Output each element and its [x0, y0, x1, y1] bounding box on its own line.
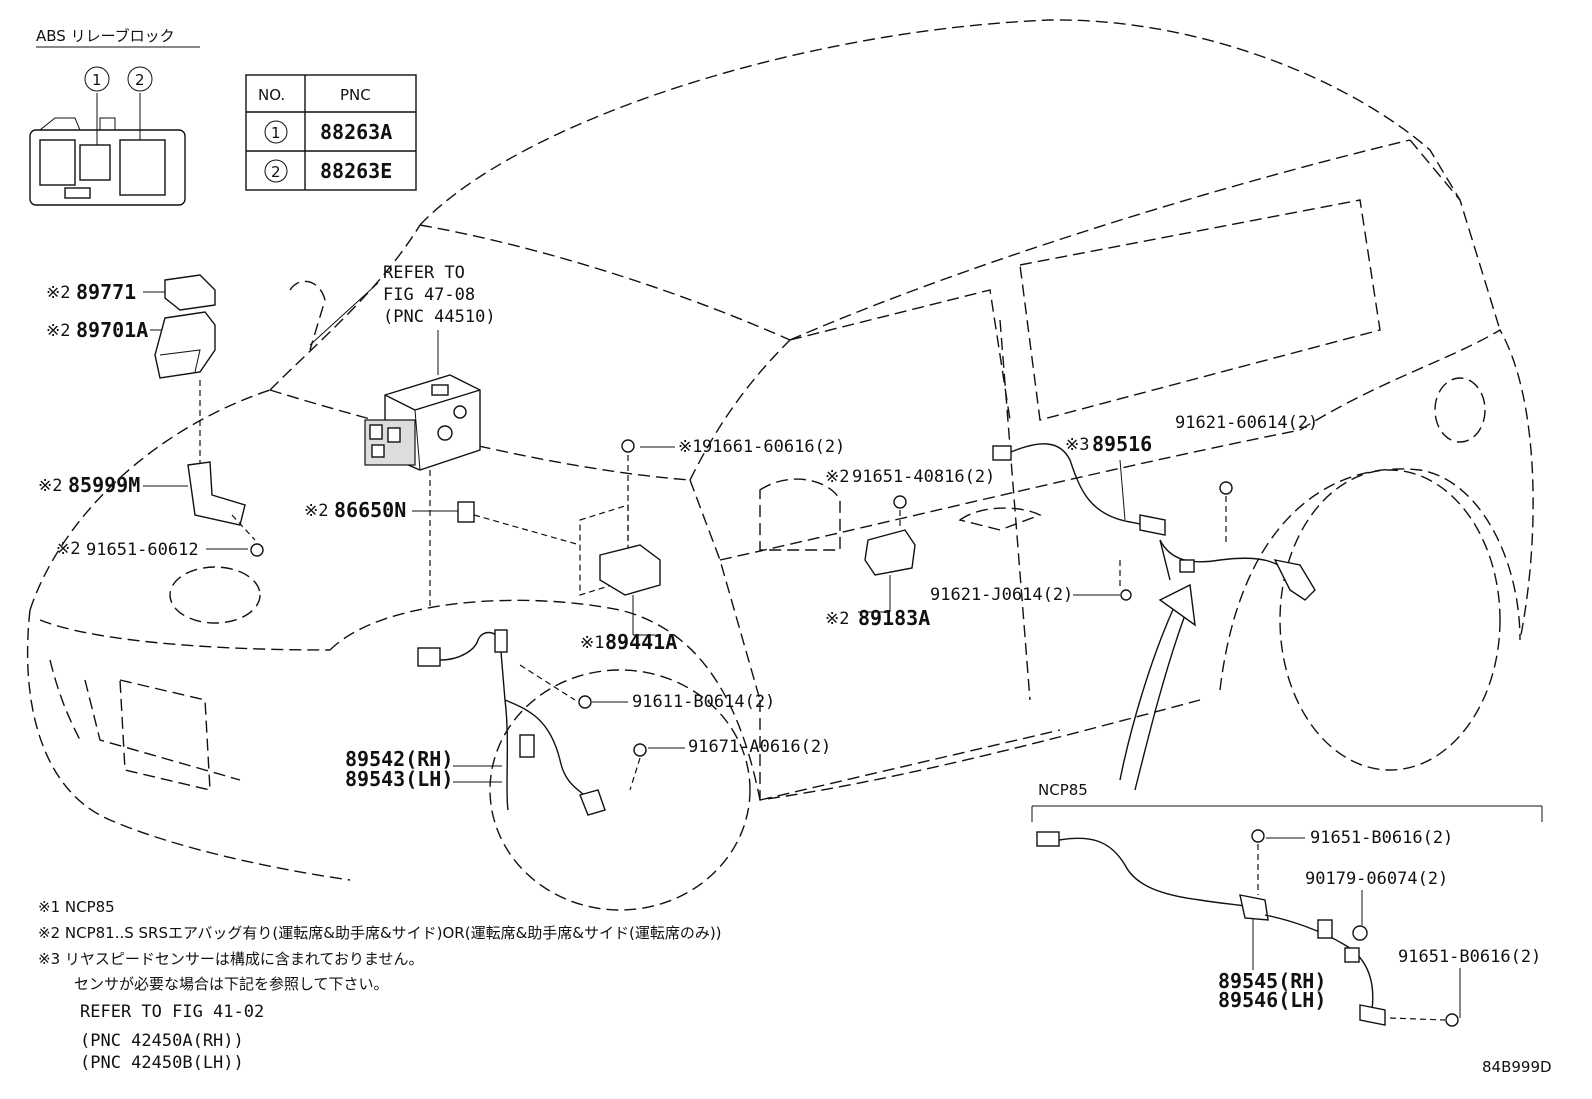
part-89441a-label: 89441A	[605, 630, 677, 654]
part-89701a-label: 89701A	[76, 318, 148, 342]
bolt-icon	[1219, 481, 1233, 495]
inset-wheel-sensor-drawing	[1359, 1004, 1386, 1026]
footnotes: ※1 NCP85 ※2 NCP81..S SRSエアバッグ有り(運転席&助手席&…	[38, 898, 722, 1073]
relay-block-title: ABS リレーブロック	[36, 27, 175, 45]
table-row-2-pnc: 88263E	[320, 159, 392, 183]
part-89771-label: 89771	[76, 280, 136, 304]
refer-line-3: (PNC 44510)	[383, 307, 496, 327]
abs-actuator-drawing	[364, 374, 481, 471]
part-86650n-group: ※2 86650N	[304, 470, 581, 610]
inset-connector-drawing	[1036, 831, 1060, 847]
ncp85-inset: NCP85 91651-B0616(2) 90179-06074(2) 9165…	[1031, 781, 1543, 1027]
part-91621-j0614-label: 91621-J0614(2)	[930, 585, 1073, 605]
note-3: ※3 リヤスピードセンサーは構成に含まれておりません。	[38, 950, 424, 968]
rear-sensor-group: ※3 89516 91621-60614(2)	[992, 413, 1318, 791]
car-outline	[26, 19, 1534, 911]
relay-cover-group: ※2 89771 ※2 89701A ※2 85999M ※2 91651-60…	[38, 274, 264, 560]
note-refer-fig: REFER TO FIG 41-02	[80, 1002, 264, 1022]
ncp85-title: NCP85	[1038, 781, 1088, 799]
refer-line-1: REFER TO	[383, 263, 465, 283]
part-89701a-prefix: ※2	[46, 321, 70, 341]
part-89441a-group: ※1 91661-60616(2) ※1 89441A	[579, 437, 845, 654]
part-85999m-label: 85999M	[68, 473, 140, 497]
airbag-sensor-drawing	[864, 529, 916, 576]
part-85999m-prefix: ※2	[38, 476, 62, 496]
marker-circle-1	[84, 66, 110, 92]
front-wheel-sensor-drawing	[579, 789, 606, 816]
marker-1-label: 1	[92, 71, 102, 89]
refer-line-2: FIG 47-08	[383, 285, 475, 305]
bolt-icon	[578, 695, 592, 709]
part-89543-label: 89543(LH)	[345, 767, 453, 791]
pnc-table: NO. PNC 1 88263A 2 88263E	[245, 74, 417, 191]
table-row-1-no: 1	[271, 124, 281, 142]
bolt-icon	[633, 743, 647, 757]
support-bracket-drawing	[187, 461, 246, 526]
inset-90179-label: 90179-06074(2)	[1305, 869, 1448, 889]
note-refer-pnc-rh: (PNC 42450A(RH))	[80, 1031, 244, 1051]
part-91651-60612-prefix: ※2	[56, 539, 80, 559]
part-89771-prefix: ※2	[46, 283, 70, 303]
bolt-icon	[1120, 589, 1132, 601]
front-sensor-group: 91611-B0614(2) 91671-A0616(2) 89542(RH) …	[345, 629, 831, 816]
note-1: ※1 NCP85	[38, 898, 115, 916]
abs-relay-block: ABS リレーブロック 1 2	[29, 27, 200, 206]
part-91651-60612-label: 91651-60612	[86, 540, 199, 560]
refer-fig-47-08: REFER TO FIG 47-08 (PNC 44510)	[309, 263, 496, 471]
inset-91651-b0616-bot-label: 91651-B0616(2)	[1398, 947, 1541, 967]
marker-circle-2	[127, 66, 153, 92]
part-86650n-prefix: ※2	[304, 501, 328, 521]
part-91661-prefix: ※1	[678, 437, 702, 457]
note-3b: センサが必要な場合は下記を参照して下さい。	[74, 975, 389, 993]
diagram-id: 84B999D	[1482, 1058, 1552, 1076]
marker-2-label: 2	[135, 71, 145, 89]
bolt-icon	[621, 439, 635, 453]
grommet-icon	[1352, 925, 1368, 941]
front-connector-drawing	[417, 647, 441, 667]
part-91651-40816-label: 91651-40816(2)	[852, 467, 995, 487]
table-header-pnc: PNC	[340, 86, 371, 104]
part-91651-40816-prefix: ※2	[825, 467, 849, 487]
part-89516-prefix: ※3	[1065, 435, 1089, 455]
inset-91651-b0616-top-label: 91651-B0616(2)	[1310, 828, 1453, 848]
part-89183a-prefix: ※2	[825, 609, 849, 629]
part-89516-label: 89516	[1092, 432, 1152, 456]
part-89183a-label: 89183A	[858, 606, 930, 630]
bolt-icon	[1445, 1013, 1459, 1027]
part-91611-label: 91611-B0614(2)	[632, 692, 775, 712]
note-refer-pnc-lh: (PNC 42450B(LH))	[80, 1053, 244, 1073]
rear-wheel-sensor-drawing	[1273, 559, 1316, 601]
table-header-no: NO.	[258, 86, 285, 104]
table-row-1-pnc: 88263A	[320, 120, 392, 144]
part-89183a-group: ※2 91651-40816(2) ※2 89183A 91621-J0614(…	[825, 467, 1132, 630]
inset-89545-label: 89545(RH)	[1218, 969, 1326, 993]
note-2: ※2 NCP81..S SRSエアバッグ有り(運転席&助手席&サイド)OR(運転…	[38, 924, 722, 942]
yaw-sensor-drawing	[599, 544, 661, 596]
connector-drawing	[457, 501, 475, 523]
bolt-icon	[893, 495, 907, 509]
inset-89546-label: 89546(LH)	[1218, 988, 1326, 1012]
part-89542-label: 89542(RH)	[345, 747, 453, 771]
table-row-2-no: 2	[271, 163, 281, 181]
part-91621-60614-label: 91621-60614(2)	[1175, 413, 1318, 433]
part-86650n-label: 86650N	[334, 498, 406, 522]
relay-cover-drawing	[164, 274, 216, 311]
arrow-icon	[1158, 583, 1196, 627]
bolt-icon	[1251, 829, 1265, 843]
rear-connector-drawing	[992, 445, 1012, 461]
relay-bracket-drawing	[154, 311, 216, 379]
part-91671-label: 91671-A0616(2)	[688, 737, 831, 757]
bolt-icon	[250, 543, 264, 557]
part-89441a-prefix: ※1	[580, 633, 604, 653]
part-91661-label: 91661-60616(2)	[702, 437, 845, 457]
